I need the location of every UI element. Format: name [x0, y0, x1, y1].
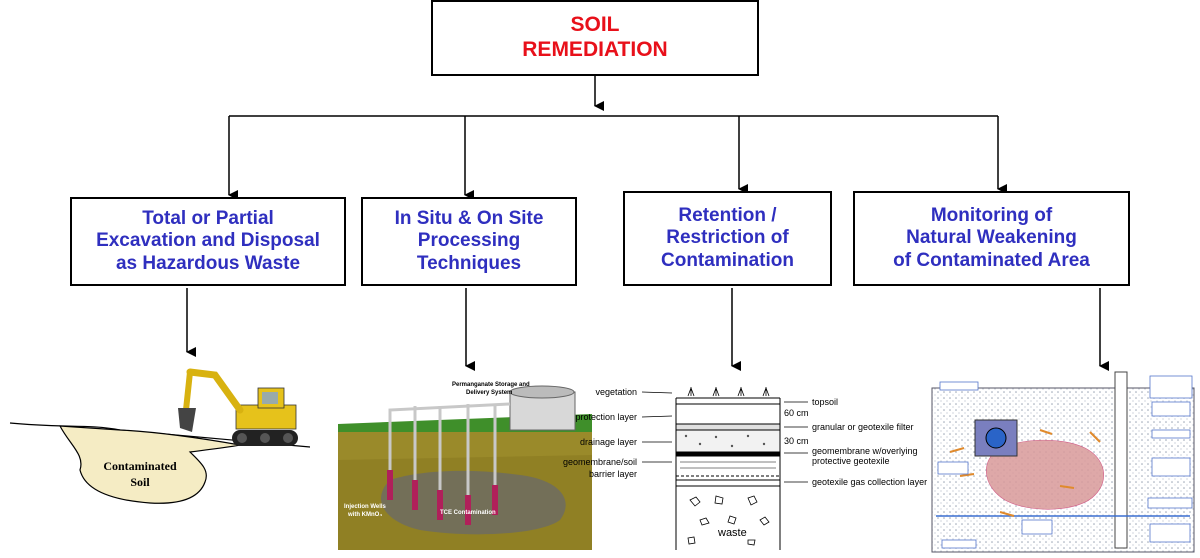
soil-remediation-title-box: SOIL REMEDIATION	[431, 0, 759, 76]
cap-layers	[675, 397, 781, 550]
category-line: Contamination	[661, 249, 794, 271]
excavator-icon	[178, 368, 298, 446]
liner-dim-30: 30 cm	[784, 436, 809, 446]
waste-label: waste	[717, 527, 747, 539]
category-line: Techniques	[416, 252, 522, 274]
flow-arrows	[949, 429, 1101, 517]
title-line-1: SOIL	[570, 13, 620, 37]
tank-label-line1: Permanganate Storage and	[452, 382, 530, 388]
category-line: Processing	[417, 230, 521, 252]
injection-wells	[388, 402, 511, 495]
liner-left-label: barrier layer	[589, 469, 637, 479]
category-retention-box: Retention / Restriction of Contamination	[623, 191, 832, 286]
category-monitoring-box: Monitoring of Natural Weakening of Conta…	[853, 191, 1130, 286]
category-excavation-box: Total or Partial Excavation and Disposal…	[70, 197, 346, 286]
right-label-arrows	[784, 401, 808, 483]
source-block	[974, 419, 1018, 457]
contaminated-zone	[986, 439, 1104, 510]
liner-right-label: geomembrane w/overlying	[812, 446, 918, 456]
waste-rocks	[687, 495, 770, 546]
source-marker-icon	[985, 427, 1007, 449]
title-line-2: REMEDIATION	[522, 38, 668, 61]
contaminated-label-line2: Soil	[130, 475, 150, 489]
liner-dim-60: 60 cm	[784, 408, 809, 418]
plume-label: TCE Contamination	[440, 510, 496, 516]
category-line: Monitoring of	[930, 204, 1053, 226]
liner-left-label: protection layer	[575, 412, 637, 422]
liner-left-label: vegetation	[595, 387, 637, 397]
liner-right-label: topsoil	[812, 397, 838, 407]
vegetation-marks	[687, 387, 770, 397]
contaminated-label-line1: Contaminated	[103, 459, 177, 473]
drainage-gravel	[684, 434, 766, 448]
category-line: Retention /	[678, 204, 777, 226]
liner-right-label: geotexile gas collection layer	[812, 477, 927, 487]
category-insitu-box: In Situ & On Site Processing Techniques	[361, 197, 577, 286]
category-line: In Situ & On Site	[394, 207, 544, 229]
well-screens	[387, 470, 498, 525]
contaminated-soil-pit	[58, 425, 242, 504]
liner-left-label: drainage layer	[580, 437, 637, 447]
legend-boxes	[937, 375, 1193, 549]
tce-plume	[381, 470, 566, 535]
tank-icon	[509, 385, 576, 431]
liner-right-label: protective geotexile	[812, 456, 890, 466]
wells-label-line2: with KMnO₄	[347, 512, 382, 518]
category-line: Natural Weakening	[906, 227, 1077, 249]
left-label-arrows	[641, 391, 673, 463]
category-line: Excavation and Disposal	[96, 230, 320, 252]
wells-label-line1: Injection Wells	[344, 504, 387, 510]
category-line: Restriction of	[666, 227, 789, 249]
category-line: as Hazardous Waste	[115, 252, 301, 274]
liner-left-label: geomembrane/soil	[563, 457, 637, 467]
category-line: Total or Partial	[142, 207, 274, 229]
monitoring-well	[1114, 371, 1128, 549]
liner-right-label: granular or geotexile filter	[812, 422, 914, 432]
tank-label-line2: Delivery System	[466, 390, 512, 396]
category-line: of Contaminated Area	[893, 249, 1090, 271]
barrier-hatching	[680, 461, 776, 469]
